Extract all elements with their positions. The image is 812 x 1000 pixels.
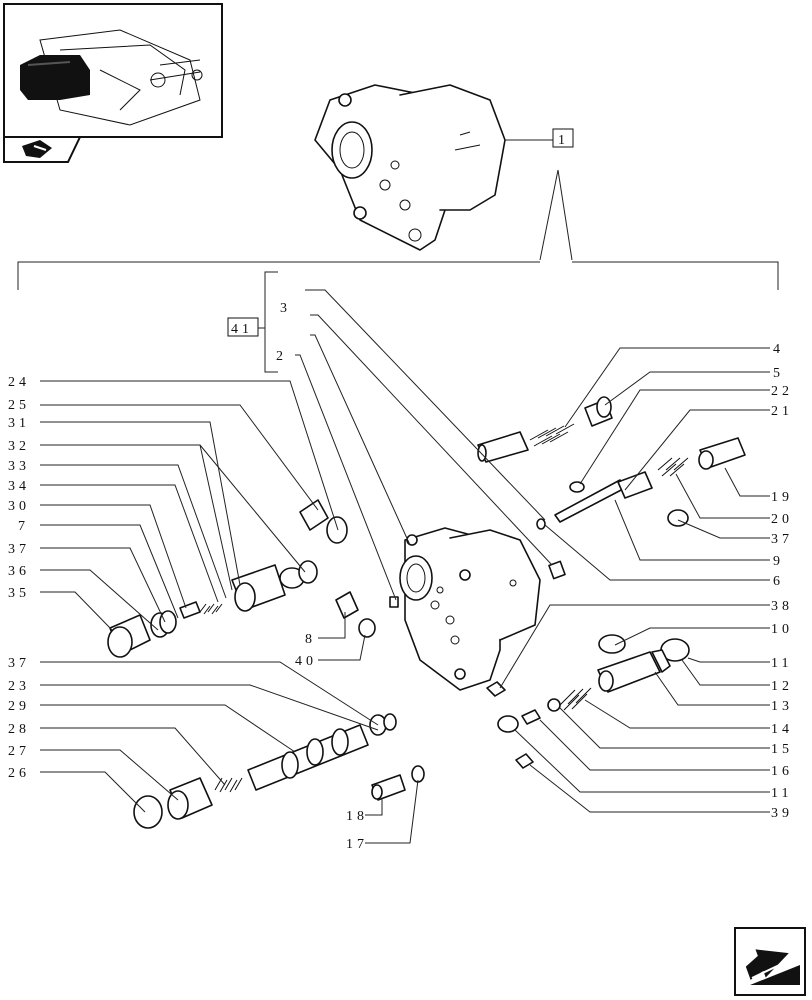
label-26: 26 <box>8 766 30 781</box>
pump-assembly-illustration <box>314 84 506 251</box>
label-11: 11 <box>771 656 792 671</box>
back-arrow-icon[interactable] <box>22 140 52 158</box>
label-15: 15 <box>771 742 793 757</box>
piston-part-group <box>486 560 690 769</box>
spool-part-group <box>477 396 746 530</box>
kit-ref-box: 41 <box>227 271 278 373</box>
label-33: 33 <box>8 459 30 474</box>
label-37-right: 37 <box>771 532 793 547</box>
assembly-ref-number: 1 <box>558 133 569 148</box>
label-22: 22 <box>771 384 793 399</box>
label-18: 18 <box>346 809 368 824</box>
plug-part-group <box>107 499 399 658</box>
label-29: 29 <box>8 699 30 714</box>
label-37: 37 <box>8 542 30 557</box>
label-30: 30 <box>8 499 30 514</box>
label-38: 38 <box>771 599 793 614</box>
label-27: 27 <box>8 744 30 759</box>
control-spool-group <box>133 713 425 829</box>
label-16: 16 <box>771 764 793 779</box>
label-7: 7 <box>18 519 29 534</box>
label-19: 19 <box>771 490 793 505</box>
thumbnail-panel[interactable] <box>3 3 223 163</box>
label-37-lower: 37 <box>8 656 30 671</box>
label-6: 6 <box>773 574 784 589</box>
next-page-arrow-icon[interactable] <box>734 927 806 996</box>
labels-center: 3 2 8 40 18 17 <box>276 301 368 852</box>
label-32: 32 <box>8 439 30 454</box>
label-35: 35 <box>8 586 30 601</box>
label-8: 8 <box>305 632 316 647</box>
label-9: 9 <box>773 554 784 569</box>
tractor-hitch-thumbnail <box>20 29 203 126</box>
label-20: 20 <box>771 512 793 527</box>
label-2: 2 <box>276 349 287 364</box>
labels-left: 24 25 31 32 33 34 30 7 37 36 35 <box>8 375 30 601</box>
label-21: 21 <box>771 404 793 419</box>
label-28: 28 <box>8 722 30 737</box>
label-17: 17 <box>346 837 368 852</box>
label-24: 24 <box>8 375 30 390</box>
valve-housing-illustration <box>399 527 541 691</box>
label-11-lower: 11 <box>771 786 792 801</box>
label-12: 12 <box>771 679 793 694</box>
kit-ref-number: 41 <box>231 322 253 337</box>
label-25: 25 <box>8 398 30 413</box>
label-39: 39 <box>771 806 793 821</box>
label-10: 10 <box>771 622 793 637</box>
label-34: 34 <box>8 479 30 494</box>
labels-left-lower: 37 23 29 28 27 26 <box>8 656 30 781</box>
label-4: 4 <box>773 342 784 357</box>
label-23: 23 <box>8 679 30 694</box>
assembly-ref-box: 1 <box>505 128 574 261</box>
label-5: 5 <box>773 366 784 381</box>
label-31: 31 <box>8 416 30 431</box>
labels-right: 4 5 22 21 19 20 37 9 6 38 10 11 12 13 14… <box>771 342 793 821</box>
label-3: 3 <box>280 301 291 316</box>
label-13: 13 <box>771 699 793 714</box>
label-36: 36 <box>8 564 30 579</box>
label-14: 14 <box>771 722 793 737</box>
label-40: 40 <box>295 654 317 669</box>
group-bracket <box>17 261 779 290</box>
leader-lines <box>40 289 770 844</box>
